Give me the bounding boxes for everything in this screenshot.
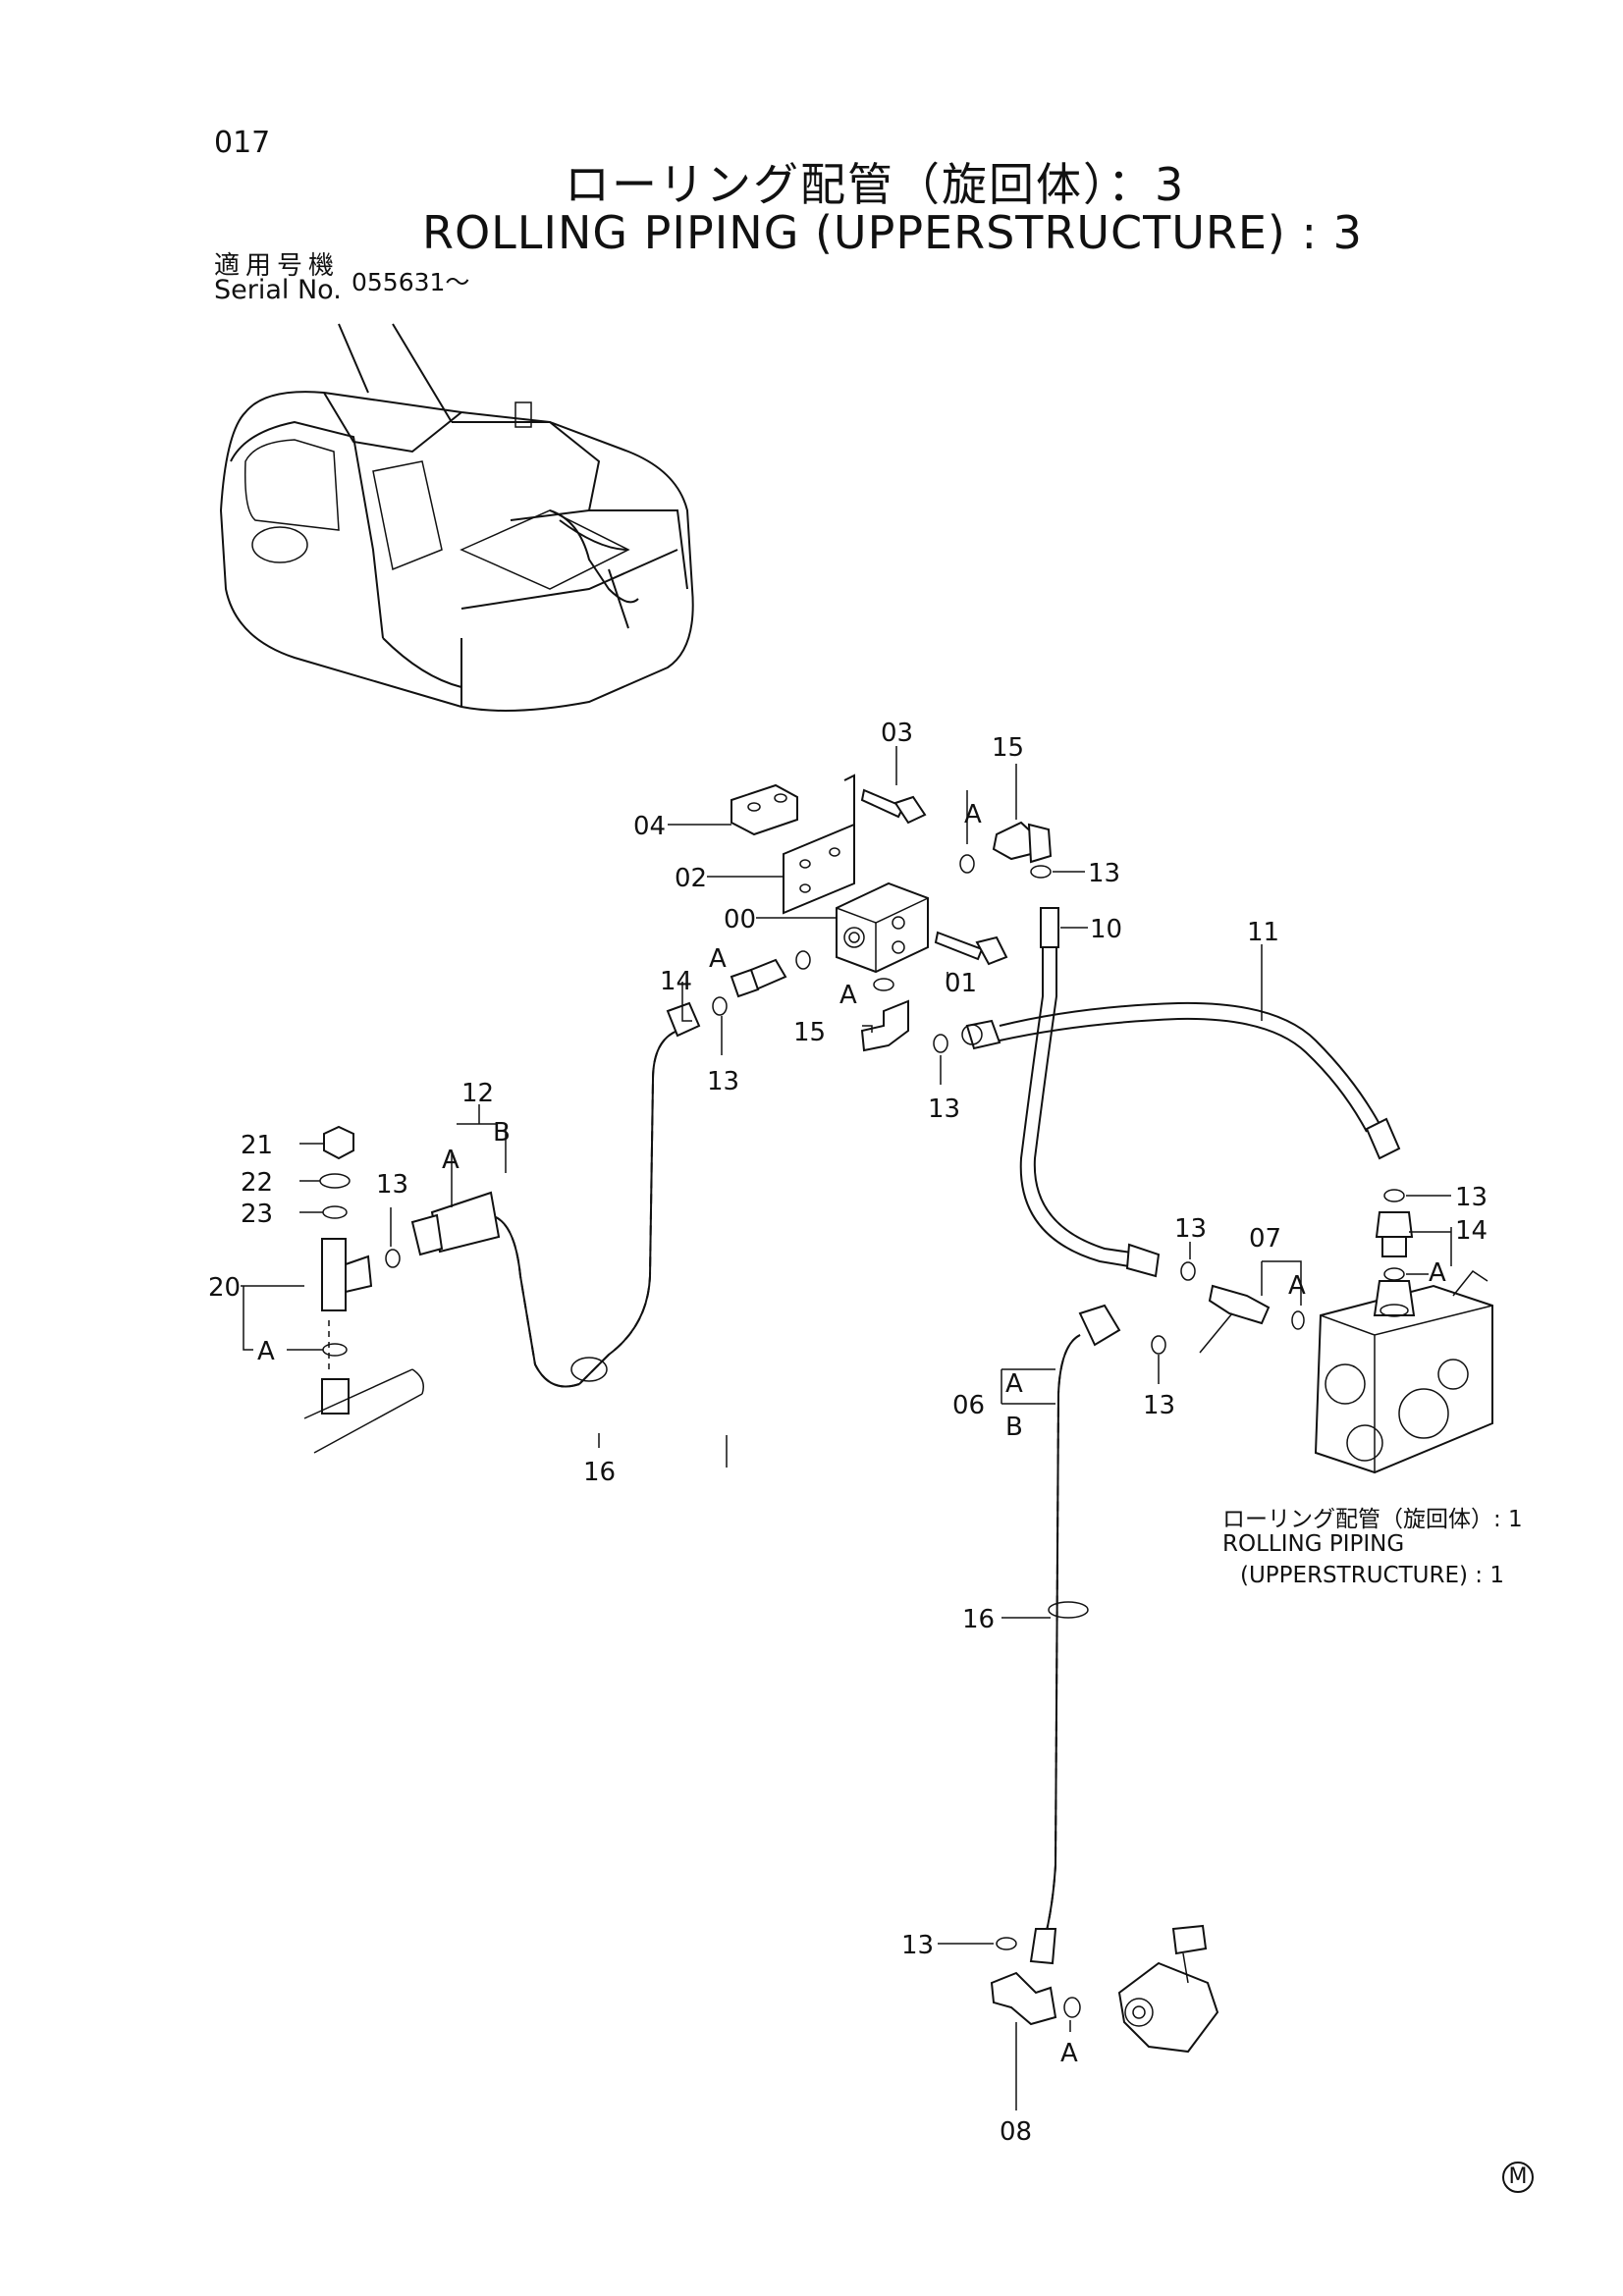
callout-13-bottom: 13 [901, 1931, 934, 1960]
connection-letters: A A A A B A A A A B A [257, 800, 1446, 2068]
callout-labels: 04 02 00 03 01 15 13 10 11 14 13 15 13 1… [208, 719, 1488, 2147]
callout-02: 02 [675, 864, 707, 893]
callout-16-left: 16 [583, 1458, 616, 1487]
callout-08: 08 [1000, 2117, 1032, 2147]
callout-21: 21 [241, 1131, 273, 1160]
callout-13-lower: 13 [1143, 1391, 1175, 1420]
callout-10: 10 [1090, 915, 1122, 944]
tee-fitting-group [303, 1125, 424, 1454]
serial-label-japanese: 適用号機 [214, 251, 341, 281]
letter-a-08: A [1060, 2039, 1078, 2068]
swivel-block-assembly [730, 774, 1008, 974]
page-number: 017 [214, 126, 271, 160]
callout-22: 22 [241, 1168, 273, 1198]
callout-04: 04 [633, 812, 666, 841]
letter-a-12: A [442, 1146, 460, 1175]
callout-13-right: 13 [1455, 1183, 1488, 1212]
callout-01: 01 [945, 969, 977, 998]
callout-14-right: 14 [1455, 1216, 1488, 1246]
excavator-overview-sketch [219, 323, 694, 712]
reference-note-english-line1: ROLLING PIPING [1222, 1531, 1405, 1557]
callout-13-top: 13 [1088, 859, 1120, 888]
swivel-joint [990, 1924, 1219, 2054]
corner-mark: M [1502, 2162, 1534, 2193]
callout-12: 12 [461, 1079, 494, 1108]
callout-13-mid: 13 [707, 1067, 739, 1096]
reference-note-english-line2: (UPPERSTRUCTURE) : 1 [1240, 1563, 1504, 1588]
callout-13-valve: 13 [1174, 1214, 1207, 1244]
callout-16-lower: 16 [962, 1605, 995, 1634]
reference-note-japanese: ローリング配管（旋回体）: 1 [1222, 1507, 1523, 1532]
callout-07: 07 [1249, 1224, 1281, 1254]
callout-15-top: 15 [992, 733, 1024, 763]
serial-label-english: Serial No. [214, 275, 342, 305]
letter-b-06: B [1005, 1413, 1023, 1442]
valve-body [1314, 1269, 1493, 1474]
title-japanese: ローリング配管（旋回体）：3 [565, 158, 1186, 211]
letter-a-15-top: A [964, 800, 982, 829]
letter-a-15-mid: A [839, 981, 857, 1010]
letter-a-14: A [709, 944, 727, 974]
callout-13-center: 13 [928, 1095, 960, 1124]
serial-value: 055631～ [352, 268, 470, 296]
letter-a-20: A [257, 1337, 275, 1366]
letter-a-07: A [1288, 1271, 1306, 1301]
callout-14-left: 14 [660, 967, 692, 996]
hose-lines [410, 907, 1401, 1965]
callout-23: 23 [241, 1200, 273, 1229]
letter-a-14-right: A [1429, 1258, 1446, 1288]
title-english: ROLLING PIPING (UPPERSTRUCTURE) : 3 [422, 206, 1363, 259]
callout-03: 03 [881, 719, 913, 748]
callout-20: 20 [208, 1273, 241, 1303]
callout-06: 06 [952, 1391, 985, 1420]
fittings [385, 821, 1414, 2018]
leader-lines [241, 746, 1452, 2110]
callout-00: 00 [724, 905, 756, 934]
callout-11: 11 [1247, 918, 1279, 947]
letter-a-06: A [1005, 1369, 1023, 1399]
letter-b-12: B [493, 1118, 511, 1148]
callout-13-left: 13 [376, 1170, 408, 1200]
callout-15-mid: 15 [793, 1018, 826, 1047]
